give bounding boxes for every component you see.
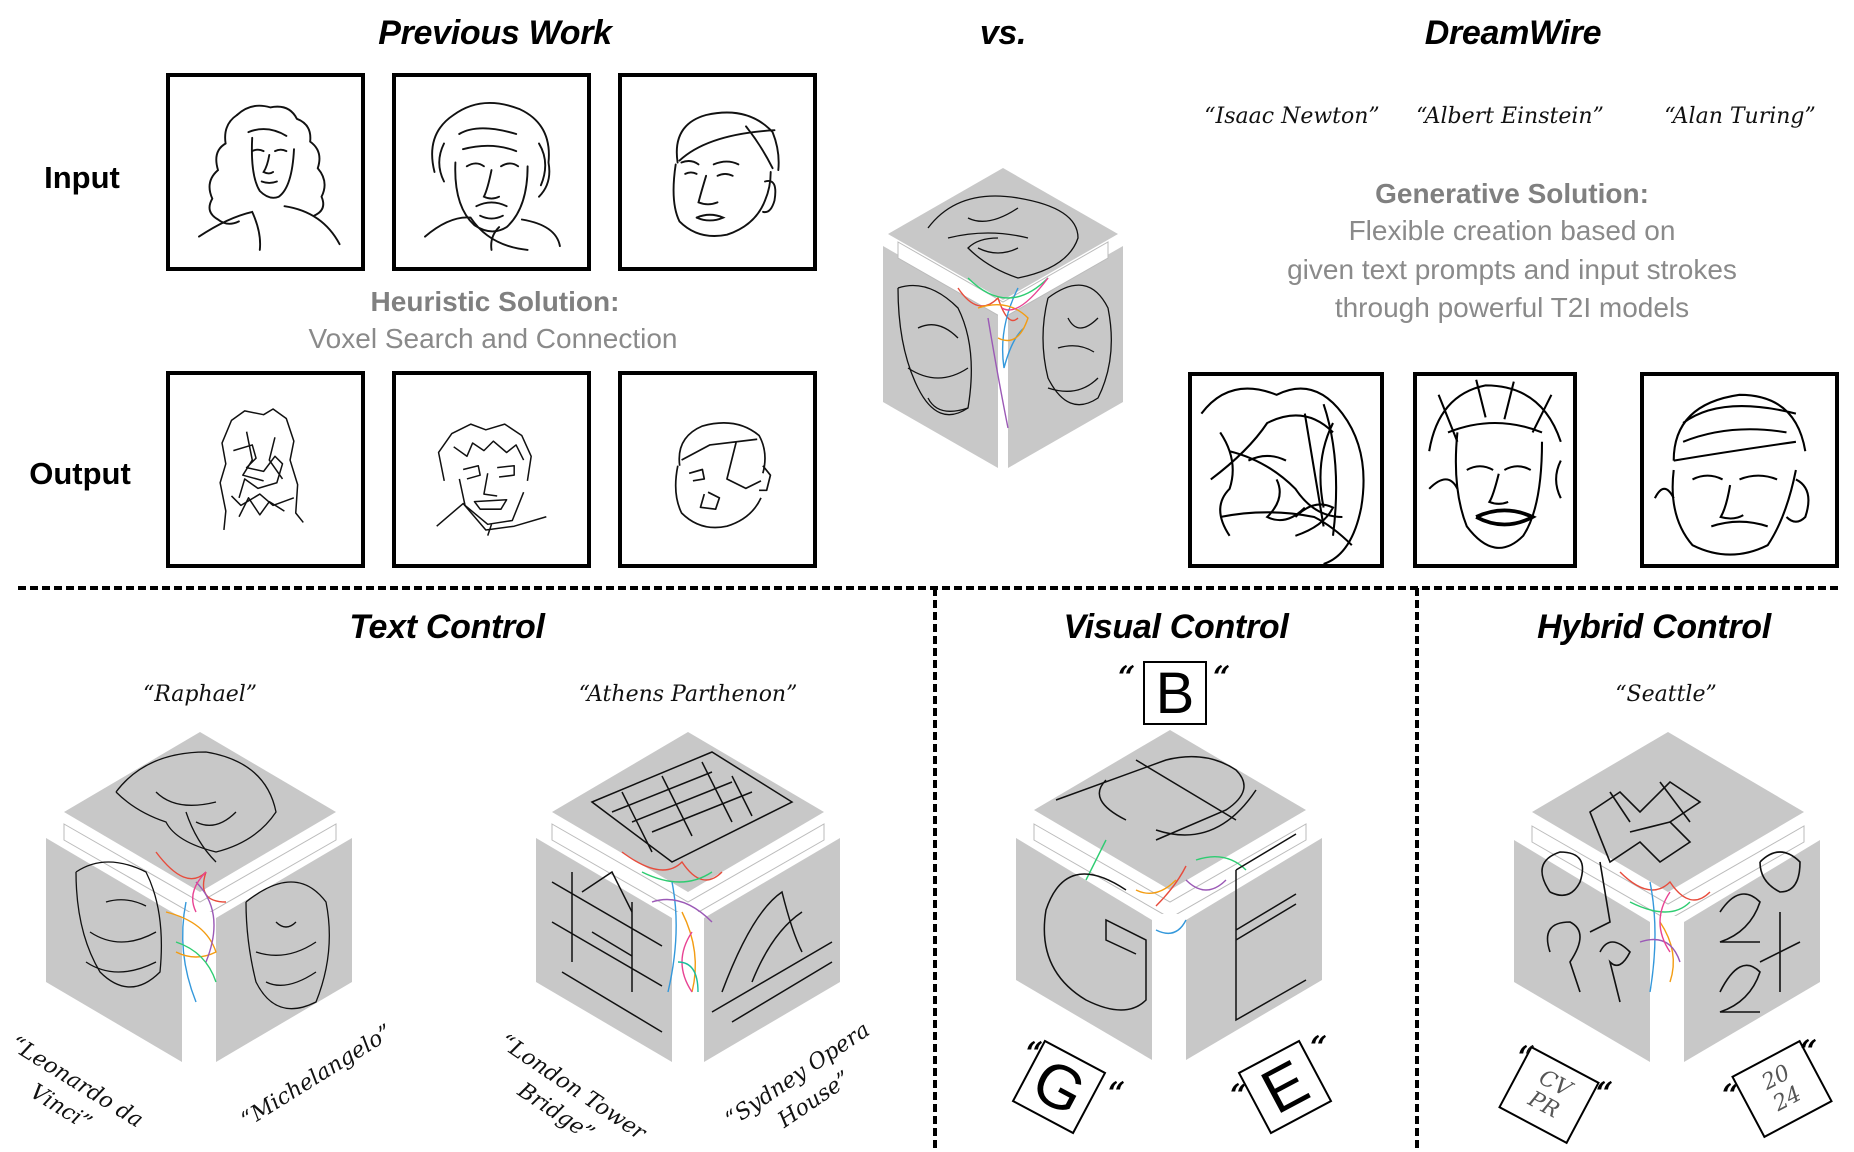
prompt-alan-turing: “Alan Turing” xyxy=(1664,104,1816,129)
output-frame-turing xyxy=(618,371,817,568)
dreamwire-output-newton xyxy=(1188,372,1384,568)
input-letter-b: B xyxy=(1143,661,1207,726)
isometric-cube-icon xyxy=(1514,732,1820,1062)
text-control-title: Text Control xyxy=(349,608,545,646)
quote-close-e: “ xyxy=(1310,1030,1328,1065)
heuristic-solution-heading: Heuristic Solution: xyxy=(370,286,620,317)
quote-open-2024: “ xyxy=(1722,1078,1740,1113)
dreamwire-title: DreamWire xyxy=(1424,14,1602,52)
turing-sketch-icon xyxy=(672,111,780,237)
prompt-seattle: “Seattle” xyxy=(1615,682,1717,707)
generative-solution-line-1: Flexible creation based on xyxy=(1348,215,1676,246)
quote-close-g: “ xyxy=(1108,1076,1126,1111)
visual-cube-letters xyxy=(1016,730,1330,1060)
quote-close-b: “ xyxy=(1213,660,1231,695)
vs-title: vs. xyxy=(979,14,1027,52)
isometric-cube-icon xyxy=(883,168,1123,468)
prompt-albert-einstein: “Albert Einstein” xyxy=(1416,104,1604,129)
newton-sketch-icon xyxy=(198,104,341,251)
einstein-sketch-icon xyxy=(424,101,561,251)
hybrid-cube xyxy=(1510,732,1826,1062)
quote-close-2024: “ xyxy=(1800,1034,1818,1069)
output-row-label: Output xyxy=(29,456,131,491)
turing-wire-icon xyxy=(674,422,772,529)
generative-solution-line-2: given text prompts and input strokes xyxy=(1287,254,1737,285)
heuristic-solution-text: Voxel Search and Connection xyxy=(308,323,678,354)
isometric-cube-icon xyxy=(1016,730,1322,1060)
prompt-raphael: “Raphael” xyxy=(142,682,258,707)
turing-dreamwire-icon xyxy=(1653,393,1810,556)
generative-solution-line-3: through powerful T2I models xyxy=(1334,292,1690,323)
isometric-cube-icon xyxy=(536,732,840,1062)
hybrid-control-title: Hybrid Control xyxy=(1537,608,1771,646)
horizontal-divider xyxy=(18,586,1838,590)
input-frame-turing xyxy=(618,73,817,271)
input-row-label: Input xyxy=(44,160,120,195)
input-frame-newton xyxy=(166,73,365,271)
prompt-athens-parthenon: “Athens Parthenon” xyxy=(578,682,798,707)
einstein-dreamwire-icon xyxy=(1428,379,1562,549)
prompt-isaac-newton: “Isaac Newton” xyxy=(1204,104,1380,129)
center-wire-cube xyxy=(868,168,1138,468)
input-frame-einstein xyxy=(392,73,591,271)
quote-close-cvpr: “ xyxy=(1596,1076,1614,1111)
vertical-divider-left xyxy=(933,588,937,1148)
text-cube-artists xyxy=(46,732,354,1062)
output-frame-einstein xyxy=(392,371,591,568)
output-frame-newton xyxy=(166,371,365,568)
einstein-wire-icon xyxy=(436,423,547,536)
previous-work-title: Previous Work xyxy=(378,14,612,52)
vertical-divider-right xyxy=(1415,588,1419,1148)
quote-open-b: “ xyxy=(1118,660,1136,695)
newton-dreamwire-icon xyxy=(1200,387,1365,564)
generative-solution-heading: Generative Solution: xyxy=(1375,178,1649,209)
dreamwire-output-turing xyxy=(1640,372,1839,568)
text-cube-landmarks xyxy=(532,732,844,1062)
isometric-cube-icon xyxy=(46,732,352,1062)
dreamwire-output-einstein xyxy=(1413,372,1577,568)
newton-wire-icon xyxy=(219,408,304,531)
visual-control-title: Visual Control xyxy=(1063,608,1289,646)
quote-open-e: “ xyxy=(1230,1078,1248,1113)
